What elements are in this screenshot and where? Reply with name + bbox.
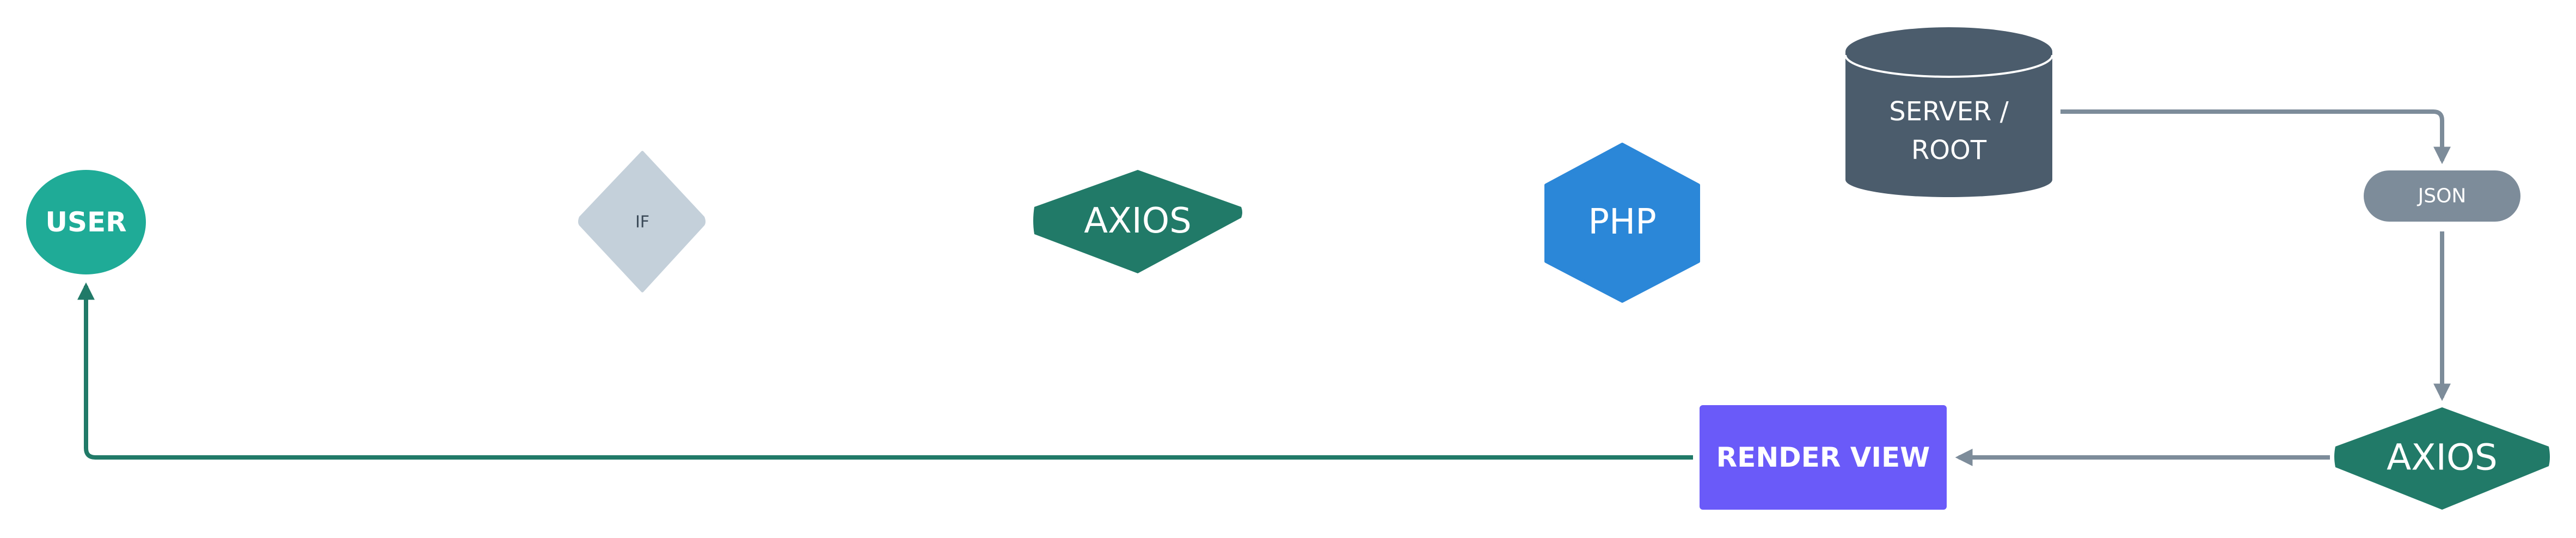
axios-top-label: AXIOS (1084, 201, 1192, 241)
server-label-line1: SERVER / (1889, 96, 2009, 127)
php-label: PHP (1588, 202, 1656, 242)
php-node[interactable]: PHP (1544, 143, 1700, 303)
user-node[interactable]: USER (26, 170, 146, 274)
axios-bottom-label: AXIOS (2387, 437, 2498, 479)
axios-bottom-node[interactable]: AXIOS (2334, 407, 2550, 510)
server-label-line2: ROOT (1911, 135, 1987, 166)
axios-top-node[interactable]: AXIOS (1033, 170, 1242, 273)
if-node[interactable]: IF (578, 151, 706, 292)
render-view-label: RENDER VIEW (1716, 442, 1930, 473)
if-label: IF (635, 213, 649, 232)
render-view-node[interactable]: RENDER VIEW (1700, 405, 1947, 510)
edge-render-view-to-user (77, 282, 1693, 460)
edge-server-to-json (2060, 109, 2451, 164)
user-label: USER (45, 206, 126, 238)
json-label: JSON (2417, 185, 2467, 207)
json-node[interactable]: JSON (2364, 170, 2520, 222)
server-root-node[interactable]: SERVER / ROOT (1844, 27, 2053, 197)
